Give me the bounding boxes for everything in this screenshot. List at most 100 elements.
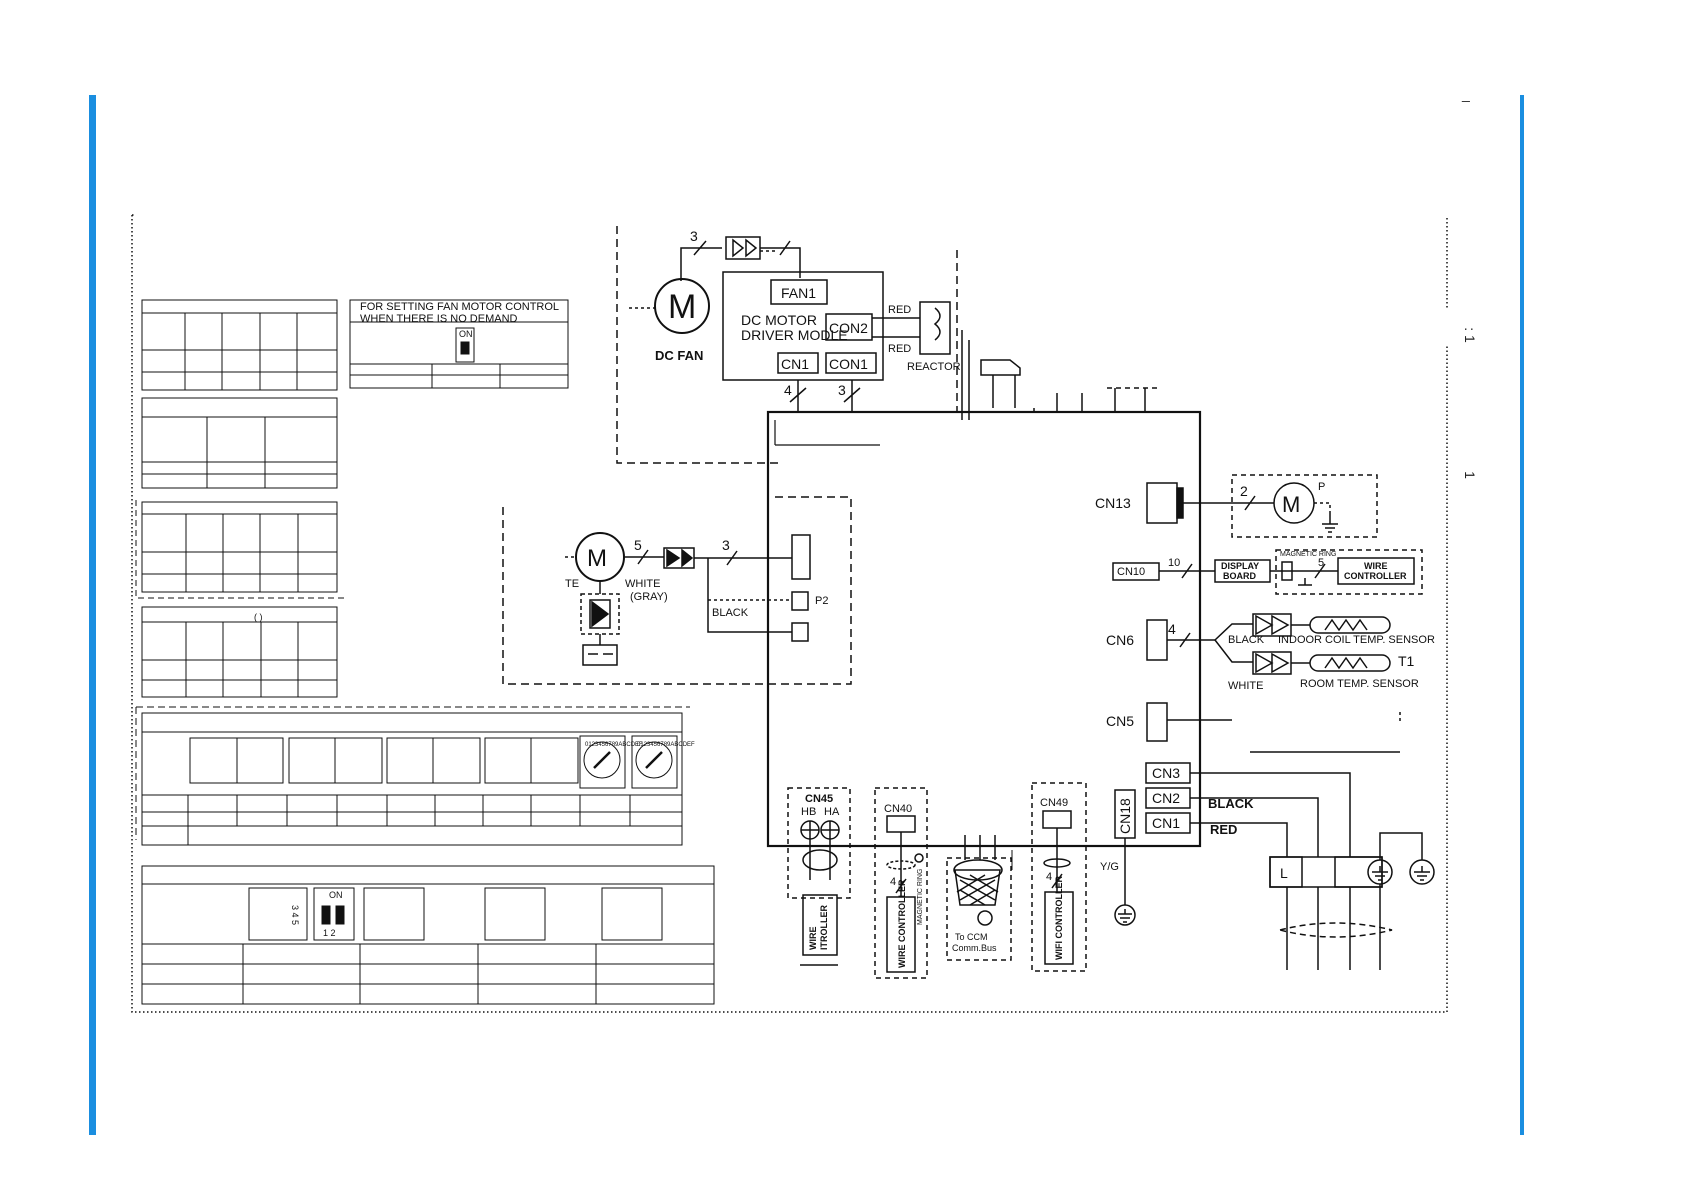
l-terminal-label: L [1280,865,1288,881]
cn3-label: CN3 [1152,765,1180,781]
cn45-hb-label: HB [801,806,816,818]
p2-label: P2 [815,595,828,607]
cn45-module [787,787,851,966]
cn5-wiring [1146,702,1401,753]
power-black-label: BLACK [1208,796,1254,811]
motor-driver-label-1: DC MOTOR [741,312,817,328]
swing-wire-count-5: 5 [634,537,642,553]
wifi-controller-label: WIFI CONTROLLER [1054,876,1064,960]
cn18-label: CN18 [1117,798,1133,834]
table-3 [135,500,345,599]
motor-driver-label-2: DRIVER MODLE [741,327,848,343]
con2-connector: CON2 [829,320,868,336]
cn10-wire-count: 10 [1168,557,1180,569]
con1-connector: CON1 [829,356,868,372]
swing-motor-wiring [565,532,811,666]
dc-fan-dashed-region [616,226,958,464]
bottom-settings-table [141,865,715,1005]
cn40-module [874,787,928,979]
yg-label: Y/G [1100,861,1119,873]
swing-wire-count-3: 3 [722,537,730,553]
ccm-bus-label-2: Comm.Bus [952,943,997,953]
reactor-red-top: RED [888,304,911,316]
swing-motor-letter: M [587,545,607,572]
mid-wire-controller-label: WIRE CONTROLLER [897,879,907,968]
dc-fan-wiring [629,236,1157,420]
main-control-board [766,410,1202,848]
cn13-pump-wiring [1146,474,1378,538]
swing-dashed-region [502,496,852,685]
cn40-label: CN40 [884,803,912,815]
dip-switch-numbers: 1 2 [323,928,336,938]
cn10-display-wiring [1112,549,1423,595]
sensor-white-label: WHITE [1228,680,1263,692]
dc-fan-wire-count-top: 3 [690,228,698,244]
fan-setting-switch-label: ON [459,329,473,339]
fan1-connector: FAN1 [781,285,816,301]
cn6-label: CN6 [1106,632,1134,648]
room-temp-sensor-label: ROOM TEMP. SENSOR [1300,678,1419,690]
power-red-label: RED [1210,822,1237,837]
reactor-label: REACTOR [907,361,961,373]
pump-wire-count: 2 [1240,483,1248,499]
driver-cn1-wire-count: 4 [784,382,792,398]
swing-te-label: TE [565,578,579,590]
cn45-label: CN45 [805,793,833,805]
cn5-label: CN5 [1106,713,1134,729]
right-margin-bar [1520,95,1524,1135]
power-terminal-wiring [1145,762,1435,970]
fan-setting-table [349,299,569,389]
cn49-label: CN49 [1040,797,1068,809]
cn1-label: CN1 [1152,815,1180,831]
table-2 [141,397,338,489]
fan-setting-note-line2: WHEN THERE IS NO DEMAND [360,313,518,325]
table-4 [141,606,338,698]
left-wire-controller-label-2: ITROLLER [819,905,829,950]
cn6-sensor-wiring [1146,613,1391,675]
cn45-ha-label: HA [824,806,840,818]
outer-frame [131,214,1448,1013]
swing-white-label: WHITE [625,578,660,590]
dip-switch-on-label: ON [329,890,343,900]
margin-mark-top: _ [1462,86,1470,102]
wire-controller-label-2: CONTROLLER [1344,571,1407,581]
rotary-switch-2-digits: 0123456789ABCDEF [637,742,695,748]
dc-fan-label: DC FAN [655,348,703,363]
rotary-switch-1-digits: 0123456789ABCDEF [585,742,643,748]
display-board-label-2: BOARD [1223,571,1256,581]
swing-gray-label: (GRAY) [630,591,668,603]
cn10-label: CN10 [1117,566,1145,578]
indoor-coil-sensor-label: INDOOR COIL TEMP. SENSOR [1278,634,1435,646]
left-margin-bar [89,95,96,1135]
con1-wire-count: 3 [838,382,846,398]
cn2-label: CN2 [1152,790,1180,806]
fan-setting-note-line1: FOR SETTING FAN MOTOR CONTROL [360,301,559,313]
cn49-wire-count: 4 [1046,871,1052,883]
cn49-side-lead [1011,845,1032,870]
dip-table [135,706,690,846]
sensor-black-label: BLACK [1228,634,1265,646]
table-4-paren-text: ( ) [254,612,263,622]
magnetic-ring-label: MAGNETIC RING [1280,551,1336,558]
cn18-ground [1114,789,1136,926]
cn13-label: CN13 [1095,495,1131,511]
left-wire-controller-label-1: WIRE [808,927,818,951]
table-1 [141,299,338,391]
pump-motor-letter: M [1282,492,1300,517]
cn6-wire-count: 4 [1168,621,1176,637]
ccm-bus-label-1: To CCM [955,932,988,942]
driver-cn1-connector: CN1 [781,356,809,372]
swing-black-label: BLACK [712,607,749,619]
wire-controller-wire-count: 5 [1318,557,1324,569]
dip-partial-label: 3 4 5 [290,905,300,925]
cn40-wire-count: 4 [890,876,896,888]
reactor-red-bottom: RED [888,343,911,355]
cn49-module [1031,782,1087,972]
display-board-label-1: DISPLAY [1221,561,1259,571]
t1-label: T1 [1398,653,1415,669]
ccm-bus-module [946,835,1012,961]
wire-controller-label-1: WIRE [1364,561,1388,571]
dc-fan-motor-letter: M [668,288,696,326]
pump-label: P [1318,481,1325,493]
